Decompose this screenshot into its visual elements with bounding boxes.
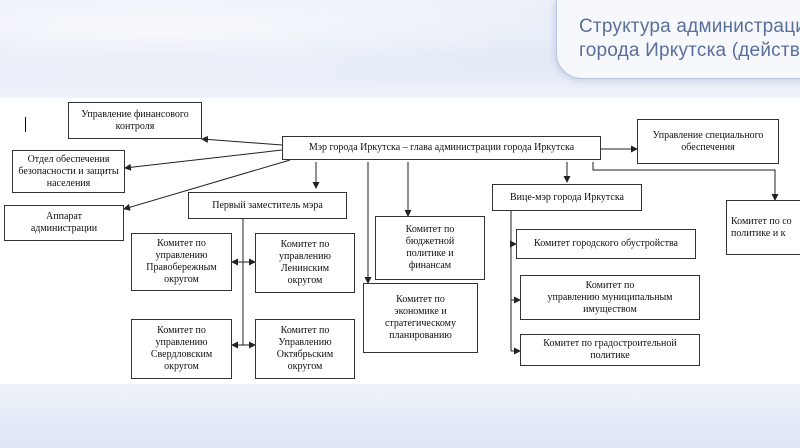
org-chart-connectors — [123, 135, 779, 355]
box-committee-social: Комитет по со политике и к — [726, 200, 800, 255]
box-special-support: Управление специального обеспечения — [637, 119, 779, 164]
box-committee-urban-improvement: Комитет городского обустройства — [516, 229, 696, 259]
slide-title-line-1: Структура администрации — [579, 16, 800, 37]
box-committee-leninsky: Комитет по управлению Ленинским округом — [255, 233, 355, 293]
box-security-dept: Отдел обеспечения безопасности и защиты … — [12, 150, 125, 193]
box-committee-municipal-property: Комитет по управлению муниципальным имущ… — [520, 275, 700, 320]
slide-footer-band — [0, 384, 800, 448]
box-admin-apparatus: Аппарат администрации — [4, 205, 124, 241]
box-committee-economy: Комитет по экономике и стратегическому п… — [363, 283, 478, 353]
slide-title-line-2: города Иркутска (действую — [579, 40, 800, 61]
box-committee-oktyabrsky: Комитет по Управлению Октябрьским округо… — [255, 319, 355, 379]
box-vice-mayor: Вице-мэр города Иркутска — [492, 184, 642, 211]
box-financial-control: Управление финансового контроля — [68, 102, 202, 139]
box-committee-pravoberezhny: Комитет по управлению Правобережным окру… — [131, 233, 232, 291]
box-first-deputy: Первый заместитель мэра — [188, 192, 347, 219]
text-cursor — [25, 117, 26, 132]
box-mayor: Мэр города Иркутска – глава администраци… — [282, 136, 601, 160]
box-committee-budget: Комитет по бюджетной политике и финансам — [375, 216, 485, 280]
box-committee-sverdlovsky: Комитет по управлению Свердловским округ… — [131, 319, 232, 379]
org-chart: Мэр города Иркутска – глава администраци… — [0, 98, 800, 384]
box-committee-urban-planning: Комитет по градостроительной политике — [520, 334, 700, 366]
slide-title-card: Структура администрации города Иркутска … — [556, 0, 800, 79]
